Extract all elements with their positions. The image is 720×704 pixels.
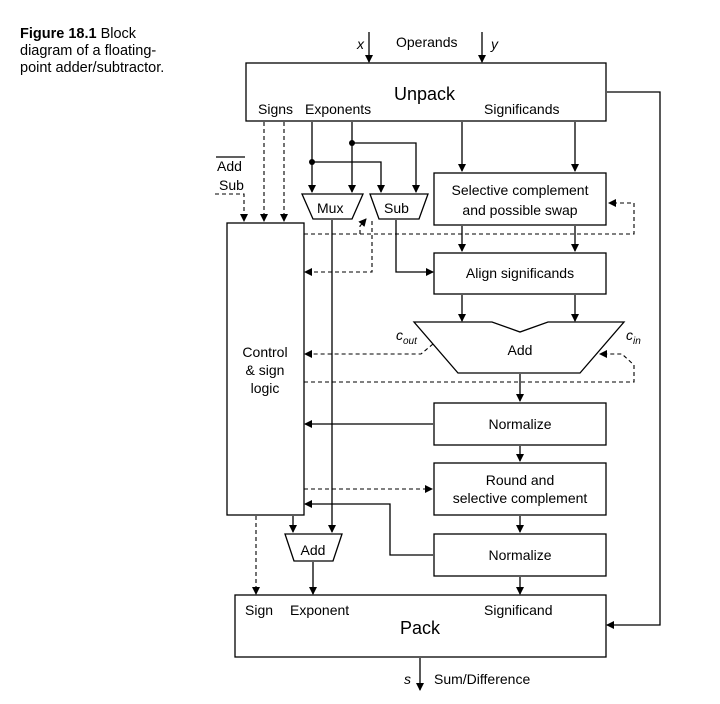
exp-y-to-sub xyxy=(352,142,420,193)
selective-complement-line2: and possible swap xyxy=(462,202,577,218)
cout-to-control xyxy=(304,343,434,358)
pack-exponent-label: Exponent xyxy=(290,602,349,618)
control-to-mux-select xyxy=(358,218,367,234)
unpack-title: Unpack xyxy=(394,84,456,104)
input-y-label: y xyxy=(490,36,499,52)
round-box xyxy=(433,462,607,516)
sub-label: Sub xyxy=(384,200,409,216)
round-line2: selective complement xyxy=(453,490,588,506)
normalize2-box xyxy=(433,533,607,577)
add-sub-add-label: Add xyxy=(217,158,242,174)
cout-sub: out xyxy=(403,336,418,347)
figure-number: Figure 18.1 xyxy=(20,26,97,42)
round-line1: Round and xyxy=(486,472,555,488)
figure-caption-text: Block diagram of a floating-point adder/… xyxy=(20,26,165,76)
cout-main: c xyxy=(396,327,403,343)
selective-complement-box xyxy=(433,172,607,226)
operands-label: Operands xyxy=(396,34,457,50)
sub-to-control xyxy=(304,221,373,276)
align-label: Align significands xyxy=(466,265,574,281)
unpack-box xyxy=(245,62,607,122)
unpack-signs-label: Signs xyxy=(258,101,293,117)
unpack-to-pack-bypass xyxy=(606,91,661,629)
sub-box xyxy=(369,193,429,220)
control-line1: Control xyxy=(242,344,287,360)
normalize1-label: Normalize xyxy=(488,416,551,432)
add-sub-signal xyxy=(215,193,248,222)
output-s-label: s xyxy=(404,671,411,687)
control-to-swap xyxy=(304,199,635,235)
adder-box xyxy=(412,321,626,374)
exp-x-to-sub xyxy=(312,161,385,193)
add-sub-sub-label: Sub xyxy=(219,177,244,193)
pack-box xyxy=(234,594,607,658)
align-box xyxy=(433,252,607,295)
selective-complement-line1: Selective complement xyxy=(452,182,589,198)
cin-main: c xyxy=(626,327,633,343)
cin-sub: in xyxy=(633,336,641,347)
exp-add-label: Add xyxy=(301,542,326,558)
input-x-label: x xyxy=(356,36,365,52)
cin-label: cin xyxy=(626,327,641,347)
unpack-exponents-label: Exponents xyxy=(305,101,371,117)
control-line2: & sign xyxy=(246,362,285,378)
normalize2-to-control xyxy=(304,500,433,556)
figure-caption: Figure 18.1 Block diagram of a floating-… xyxy=(20,26,180,77)
control-box xyxy=(226,222,305,516)
pack-sign-label: Sign xyxy=(245,602,273,618)
control-to-cin xyxy=(304,350,635,383)
pack-title: Pack xyxy=(400,618,441,638)
cout-label: cout xyxy=(396,327,418,347)
sub-to-align xyxy=(395,220,434,276)
mux-box xyxy=(301,193,364,220)
control-line3: logic xyxy=(251,380,280,396)
exp-add-box xyxy=(284,533,343,562)
mux-label: Mux xyxy=(317,200,343,216)
adder-label: Add xyxy=(508,342,533,358)
normalize1-box xyxy=(433,402,607,446)
unpack-significands-label: Significands xyxy=(484,101,560,117)
output-label: Sum/Difference xyxy=(434,671,530,687)
pack-significand-label: Significand xyxy=(484,602,553,618)
normalize2-label: Normalize xyxy=(488,547,551,563)
